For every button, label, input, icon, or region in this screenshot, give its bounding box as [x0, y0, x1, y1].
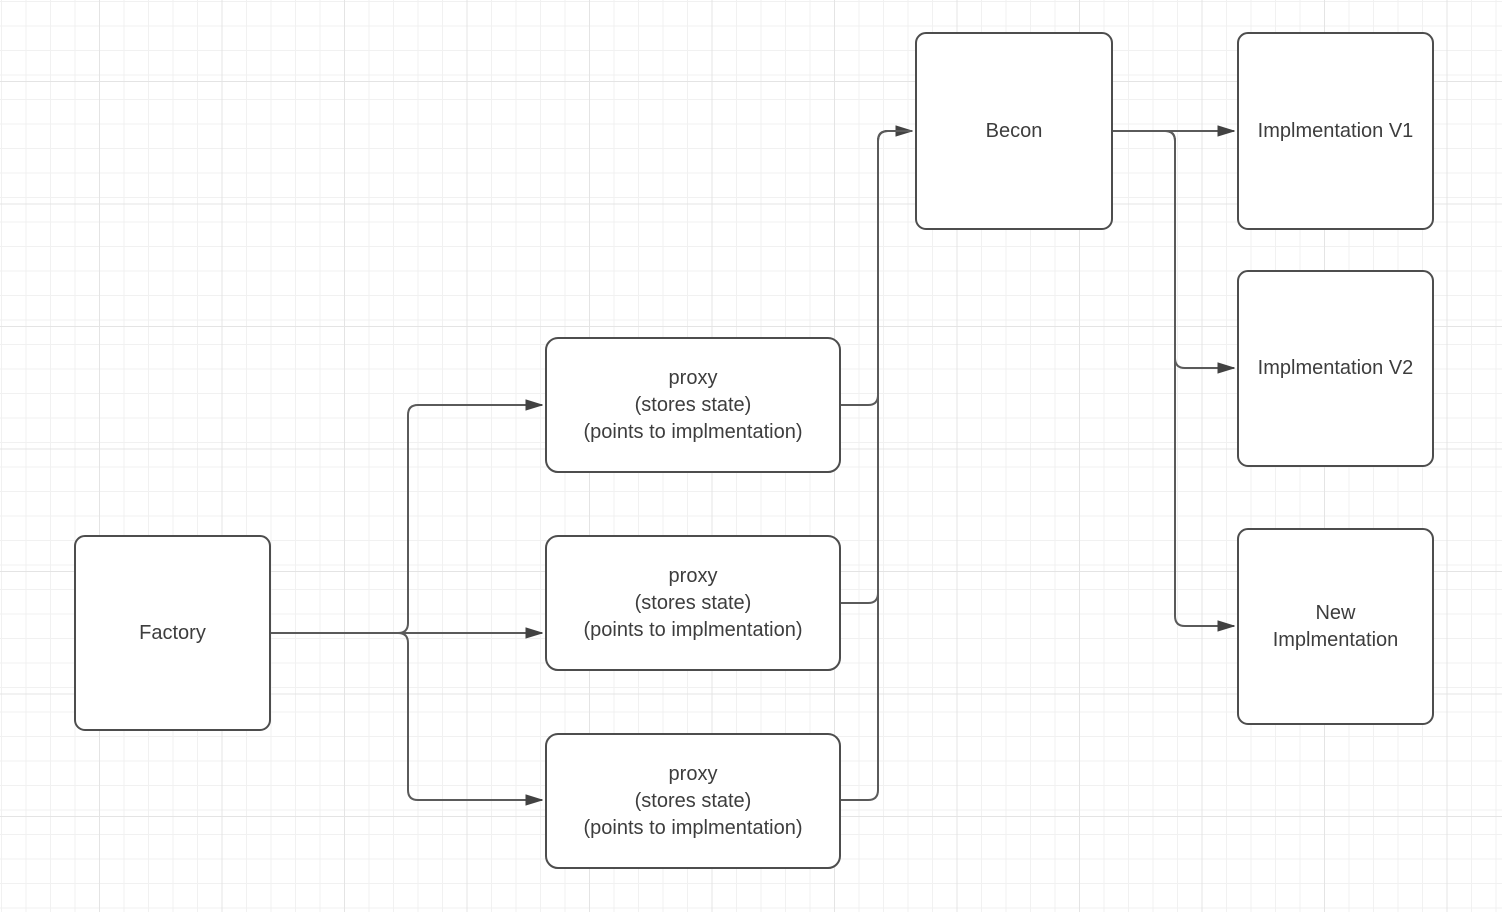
node-implementation-v2[interactable]: Implmentation V2 [1237, 270, 1434, 467]
node-proxy-middle-line1: proxy [668, 564, 718, 587]
node-factory[interactable]: Factory [74, 535, 271, 731]
node-becon-text: Becon [985, 119, 1043, 142]
node-implementation-v1[interactable]: Implmentation V1 [1237, 32, 1434, 230]
node-proxy-middle[interactable]: proxy (stores state) (points to implment… [545, 535, 841, 671]
edge-becon-to-new-implementation[interactable] [1113, 130, 1234, 626]
node-new-implementation-line1: New [1315, 601, 1356, 624]
node-new-implementation[interactable]: New Implmentation [1237, 528, 1434, 725]
node-proxy-middle-line3: (points to implmentation) [583, 618, 803, 641]
node-factory-text: Factory [139, 621, 206, 644]
node-implementation-v1-text: Implmentation V1 [1257, 119, 1414, 142]
node-proxy-bottom-line2: (stores state) [634, 789, 752, 812]
node-proxy-top[interactable]: proxy (stores state) (points to implment… [545, 337, 841, 473]
node-implementation-v1-label: Implmentation V1 [1258, 118, 1414, 145]
node-implementation-v2-label: Implmentation V2 [1258, 355, 1414, 382]
node-proxy-top-line1: proxy [668, 366, 718, 389]
node-new-implementation-line2: Implmentation [1272, 628, 1399, 651]
edge-proxy-middle-to-becon[interactable] [841, 130, 912, 604]
node-proxy-bottom-label: proxy (stores state) (points to implment… [584, 761, 803, 842]
edge-factory-to-proxy-bottom[interactable] [271, 632, 542, 800]
node-proxy-bottom[interactable]: proxy (stores state) (points to implment… [545, 733, 841, 869]
node-implementation-v2-text: Implmentation V2 [1257, 357, 1414, 379]
edge-proxy-bottom-to-becon[interactable] [841, 130, 912, 801]
node-proxy-bottom-line3: (points to implmentation) [583, 816, 803, 839]
node-proxy-top-line3: (points to implmentation) [583, 420, 803, 443]
node-factory-label: Factory [139, 620, 206, 647]
node-proxy-bottom-line1: proxy [668, 762, 718, 785]
edge-proxy-top-to-becon[interactable] [841, 131, 912, 406]
node-becon[interactable]: Becon [915, 32, 1113, 230]
node-proxy-middle-label: proxy (stores state) (points to implment… [584, 563, 803, 644]
node-becon-label: Becon [986, 118, 1043, 145]
edge-becon-to-implementation-v2[interactable] [1113, 130, 1234, 368]
node-proxy-top-label: proxy (stores state) (points to implment… [584, 365, 803, 446]
node-proxy-top-line2: (stores state) [634, 393, 752, 416]
node-new-implementation-label: New Implmentation [1273, 600, 1399, 654]
node-proxy-middle-line2: (stores state) [634, 591, 752, 614]
edge-factory-to-proxy-top[interactable] [271, 405, 542, 634]
